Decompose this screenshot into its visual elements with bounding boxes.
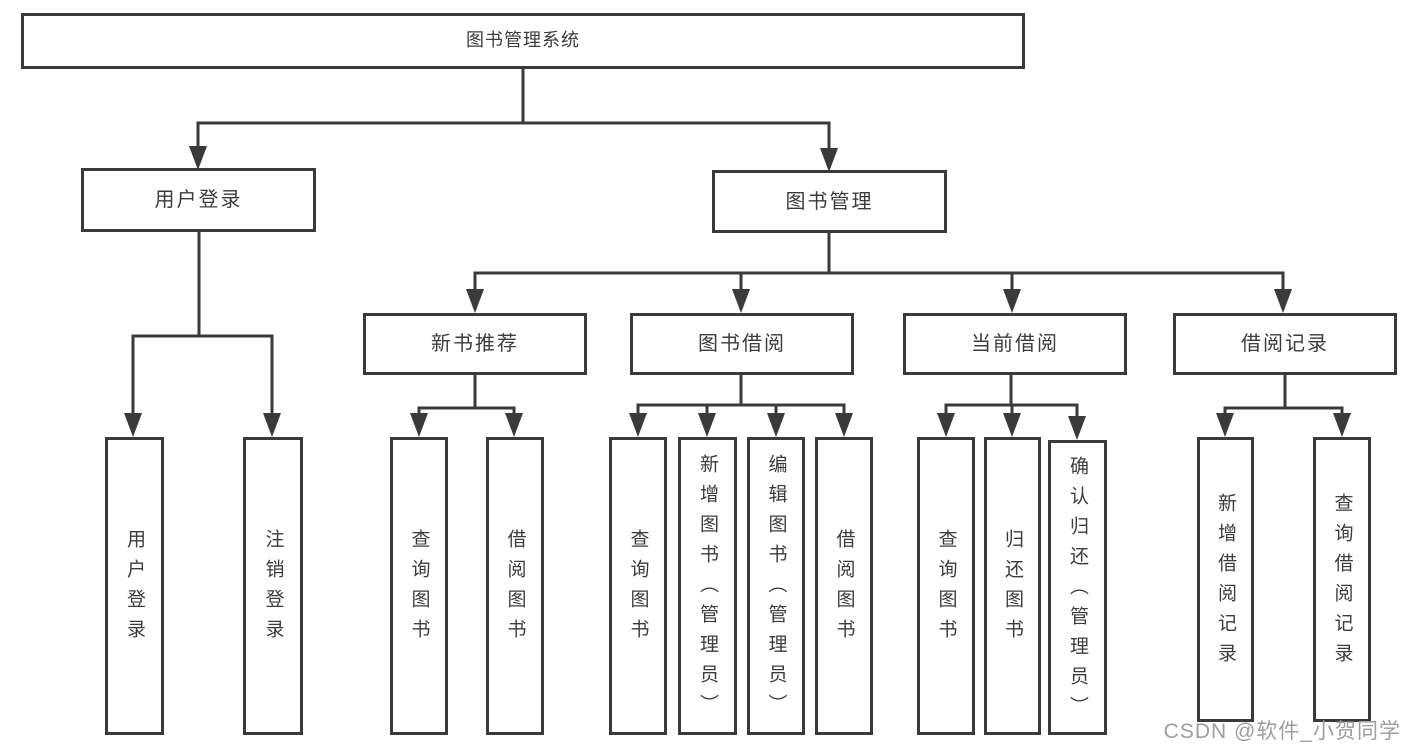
node-borrow-records: 借阅记录 — [1173, 313, 1397, 375]
connector-recommend-to-children — [410, 375, 523, 437]
connector-userlogin-to-children — [124, 232, 281, 437]
node-query-books-current: 查询图书 — [917, 437, 975, 735]
connector-root-to-level2 — [189, 69, 838, 172]
node-borrow-books-recommend: 借阅图书 — [486, 437, 544, 735]
watermark: CSDN @软件_小贺同学 — [1163, 720, 1401, 743]
connector-bookmgmt-to-level3 — [466, 233, 1292, 313]
node-user-login-leaf: 用户登录 — [105, 437, 164, 735]
node-edit-book-admin: 编辑图书（管理员） — [747, 437, 805, 735]
node-logout: 注销登录 — [243, 437, 303, 735]
node-book-management: 图书管理 — [712, 170, 947, 233]
node-add-borrow-record: 新增借阅记录 — [1197, 437, 1254, 722]
node-root: 图书管理系统 — [21, 13, 1025, 69]
node-borrow-books-leaf: 借阅图书 — [815, 437, 873, 735]
connector-borrow-to-children — [629, 375, 853, 437]
node-confirm-return-admin: 确认归还（管理员） — [1048, 440, 1107, 735]
node-current-borrow: 当前借阅 — [903, 313, 1127, 375]
node-new-book-recommend: 新书推荐 — [363, 313, 587, 375]
node-query-books-borrow: 查询图书 — [609, 437, 667, 735]
connector-current-to-children — [937, 375, 1086, 440]
node-return-books: 归还图书 — [984, 437, 1041, 735]
node-book-borrow: 图书借阅 — [630, 313, 854, 375]
node-query-borrow-record: 查询借阅记录 — [1313, 437, 1371, 722]
node-query-books-recommend: 查询图书 — [390, 437, 448, 735]
connector-records-to-children — [1216, 375, 1351, 437]
node-add-book-admin: 新增图书（管理员） — [678, 437, 737, 735]
node-user-login: 用户登录 — [81, 168, 316, 232]
